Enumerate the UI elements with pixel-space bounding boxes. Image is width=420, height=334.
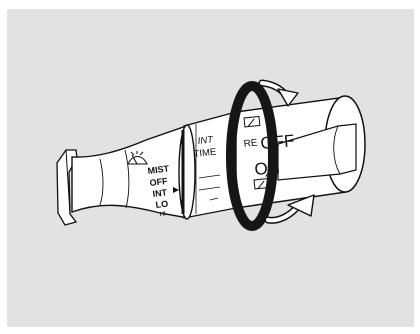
int-knob-label: INT xyxy=(197,134,215,147)
hi-position-label: HI xyxy=(160,211,167,218)
int-position-label: INT xyxy=(152,187,168,199)
rear-wiper-knob[interactable] xyxy=(236,96,365,208)
rear-knob-prefix-label: RE xyxy=(243,138,258,150)
lo-position-label: LO xyxy=(155,199,169,210)
lever-body xyxy=(72,124,192,218)
